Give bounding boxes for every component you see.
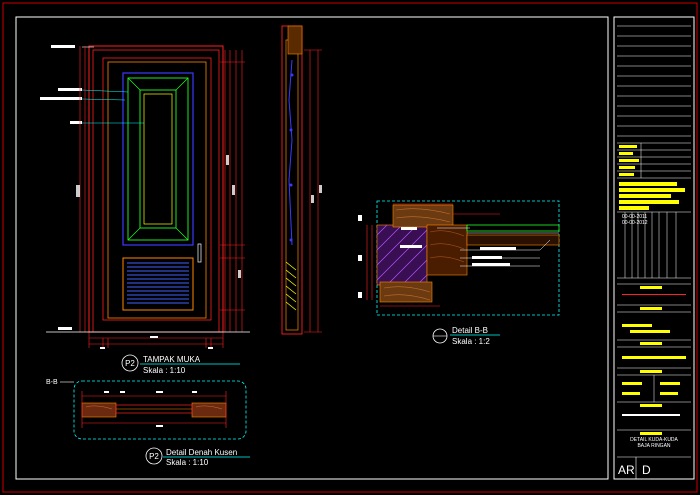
drawing-title-line-2: BAJA RINGAN bbox=[637, 443, 670, 449]
elevation-title: TAMPAK MUKA bbox=[143, 355, 201, 364]
section-scale: Skala : 1:2 bbox=[452, 337, 490, 346]
frame-plan-detail bbox=[60, 380, 247, 440]
elevation-tag: P2 bbox=[125, 359, 135, 368]
frame-plan-tag: P2 bbox=[149, 452, 159, 461]
section-title-block: Detail B-B Skala : 1:2 bbox=[432, 326, 500, 346]
sheet-code-left: AR bbox=[618, 463, 635, 477]
louver-slats bbox=[127, 262, 189, 304]
frame-plan-scale: Skala : 1:10 bbox=[166, 458, 209, 467]
sheet-code-right: D bbox=[642, 463, 651, 477]
section-marker-label: B-B bbox=[46, 379, 58, 386]
frame-plan-title: Detail Denah Kusen bbox=[166, 448, 237, 457]
door-vertical-section bbox=[281, 25, 322, 335]
title-block: 00-00-2011 00-00-2012 bbox=[617, 25, 691, 479]
date-line-2: 00-00-2012 bbox=[622, 220, 648, 226]
detail-b-b-section bbox=[358, 200, 560, 316]
date-line-1: 00-00-2011 bbox=[622, 214, 647, 220]
elevation-title-block: P2 TAMPAK MUKA Skala : 1:10 bbox=[121, 354, 240, 375]
section-title: Detail B-B bbox=[452, 326, 488, 335]
frame-plan-title-block: P2 Detail Denah Kusen Skala : 1:10 bbox=[145, 447, 250, 467]
drawing-area-border bbox=[15, 16, 609, 480]
title-block-border bbox=[613, 16, 695, 480]
elevation-tag-circle bbox=[121, 354, 139, 372]
frame-plan-tag-circle bbox=[145, 447, 163, 465]
door-elevation bbox=[40, 45, 250, 349]
elevation-scale: Skala : 1:10 bbox=[143, 366, 186, 375]
drawing-title-line-1: DETAIL KUDA-KUDA bbox=[630, 437, 678, 443]
